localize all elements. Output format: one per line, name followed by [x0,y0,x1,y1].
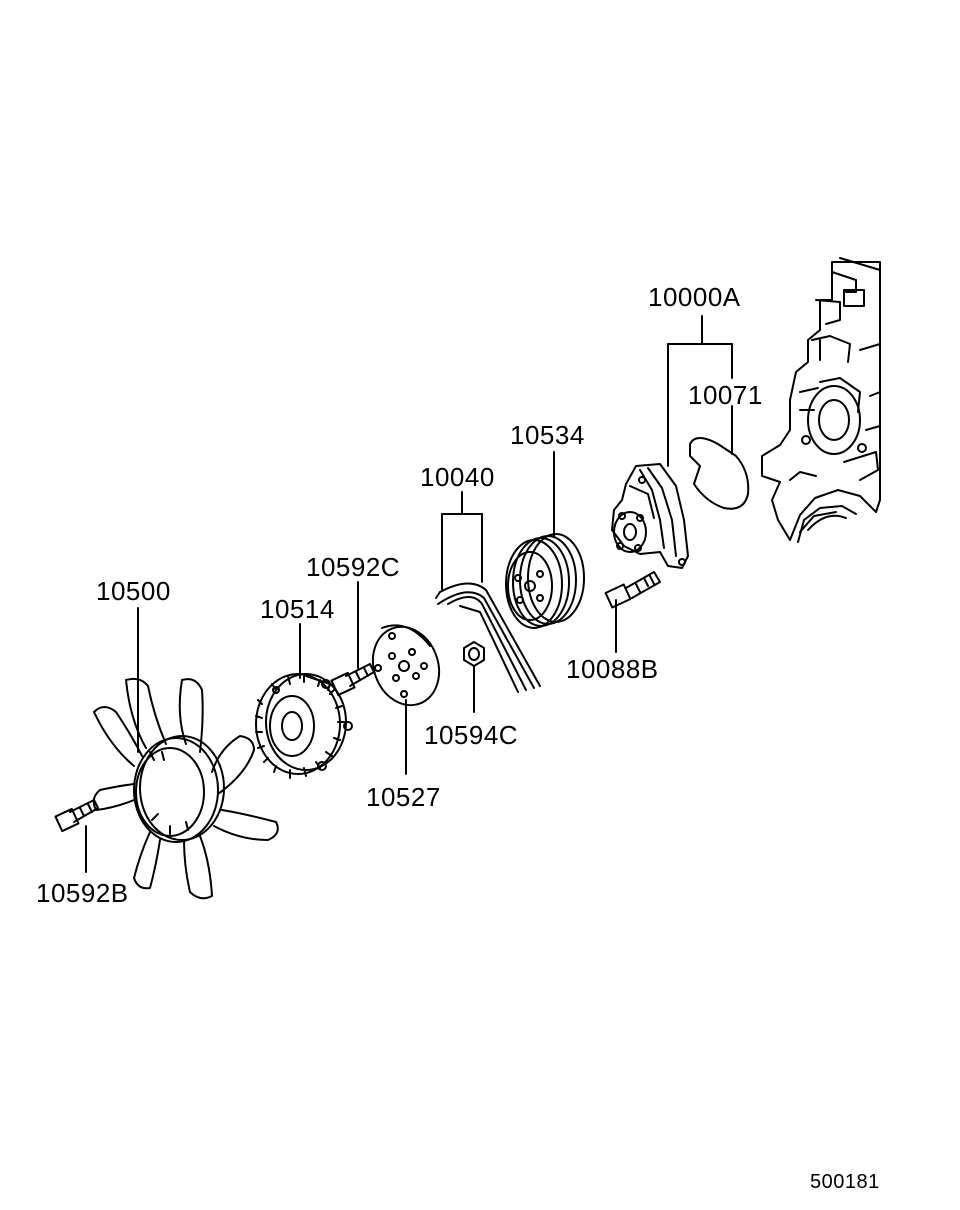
spacer-drawing [362,617,450,714]
part-label-10040: 10040 [420,462,495,492]
fan-clutch-drawing [256,674,352,778]
bolt-10592B-drawing [55,800,98,831]
part-label-10071: 10071 [688,380,763,410]
leader-lines [86,316,732,872]
water-pump-drawing [612,464,688,568]
part-label-10592B: 10592B [36,878,129,908]
belt-drawing [436,583,540,692]
part-label-10000A: 10000A [648,282,741,312]
part-label-10534: 10534 [510,420,585,450]
bolt-10592C-drawing [331,664,374,695]
fan-drawing [94,679,278,898]
part-label-10088B: 10088B [566,654,659,684]
gasket-drawing [690,438,748,509]
part-label-10594C: 10594C [424,720,519,750]
nut-drawing [464,642,484,666]
diagram-code: 500181 [810,1171,880,1193]
part-label-10514: 10514 [260,594,335,624]
part-label-10592C: 10592C [306,552,401,582]
engine-block-drawing [762,258,880,542]
pulley-drawing [506,534,584,628]
bolt-10088B-drawing [606,572,660,607]
part-label-10527: 10527 [366,782,441,812]
part-label-10500: 10500 [96,576,171,606]
